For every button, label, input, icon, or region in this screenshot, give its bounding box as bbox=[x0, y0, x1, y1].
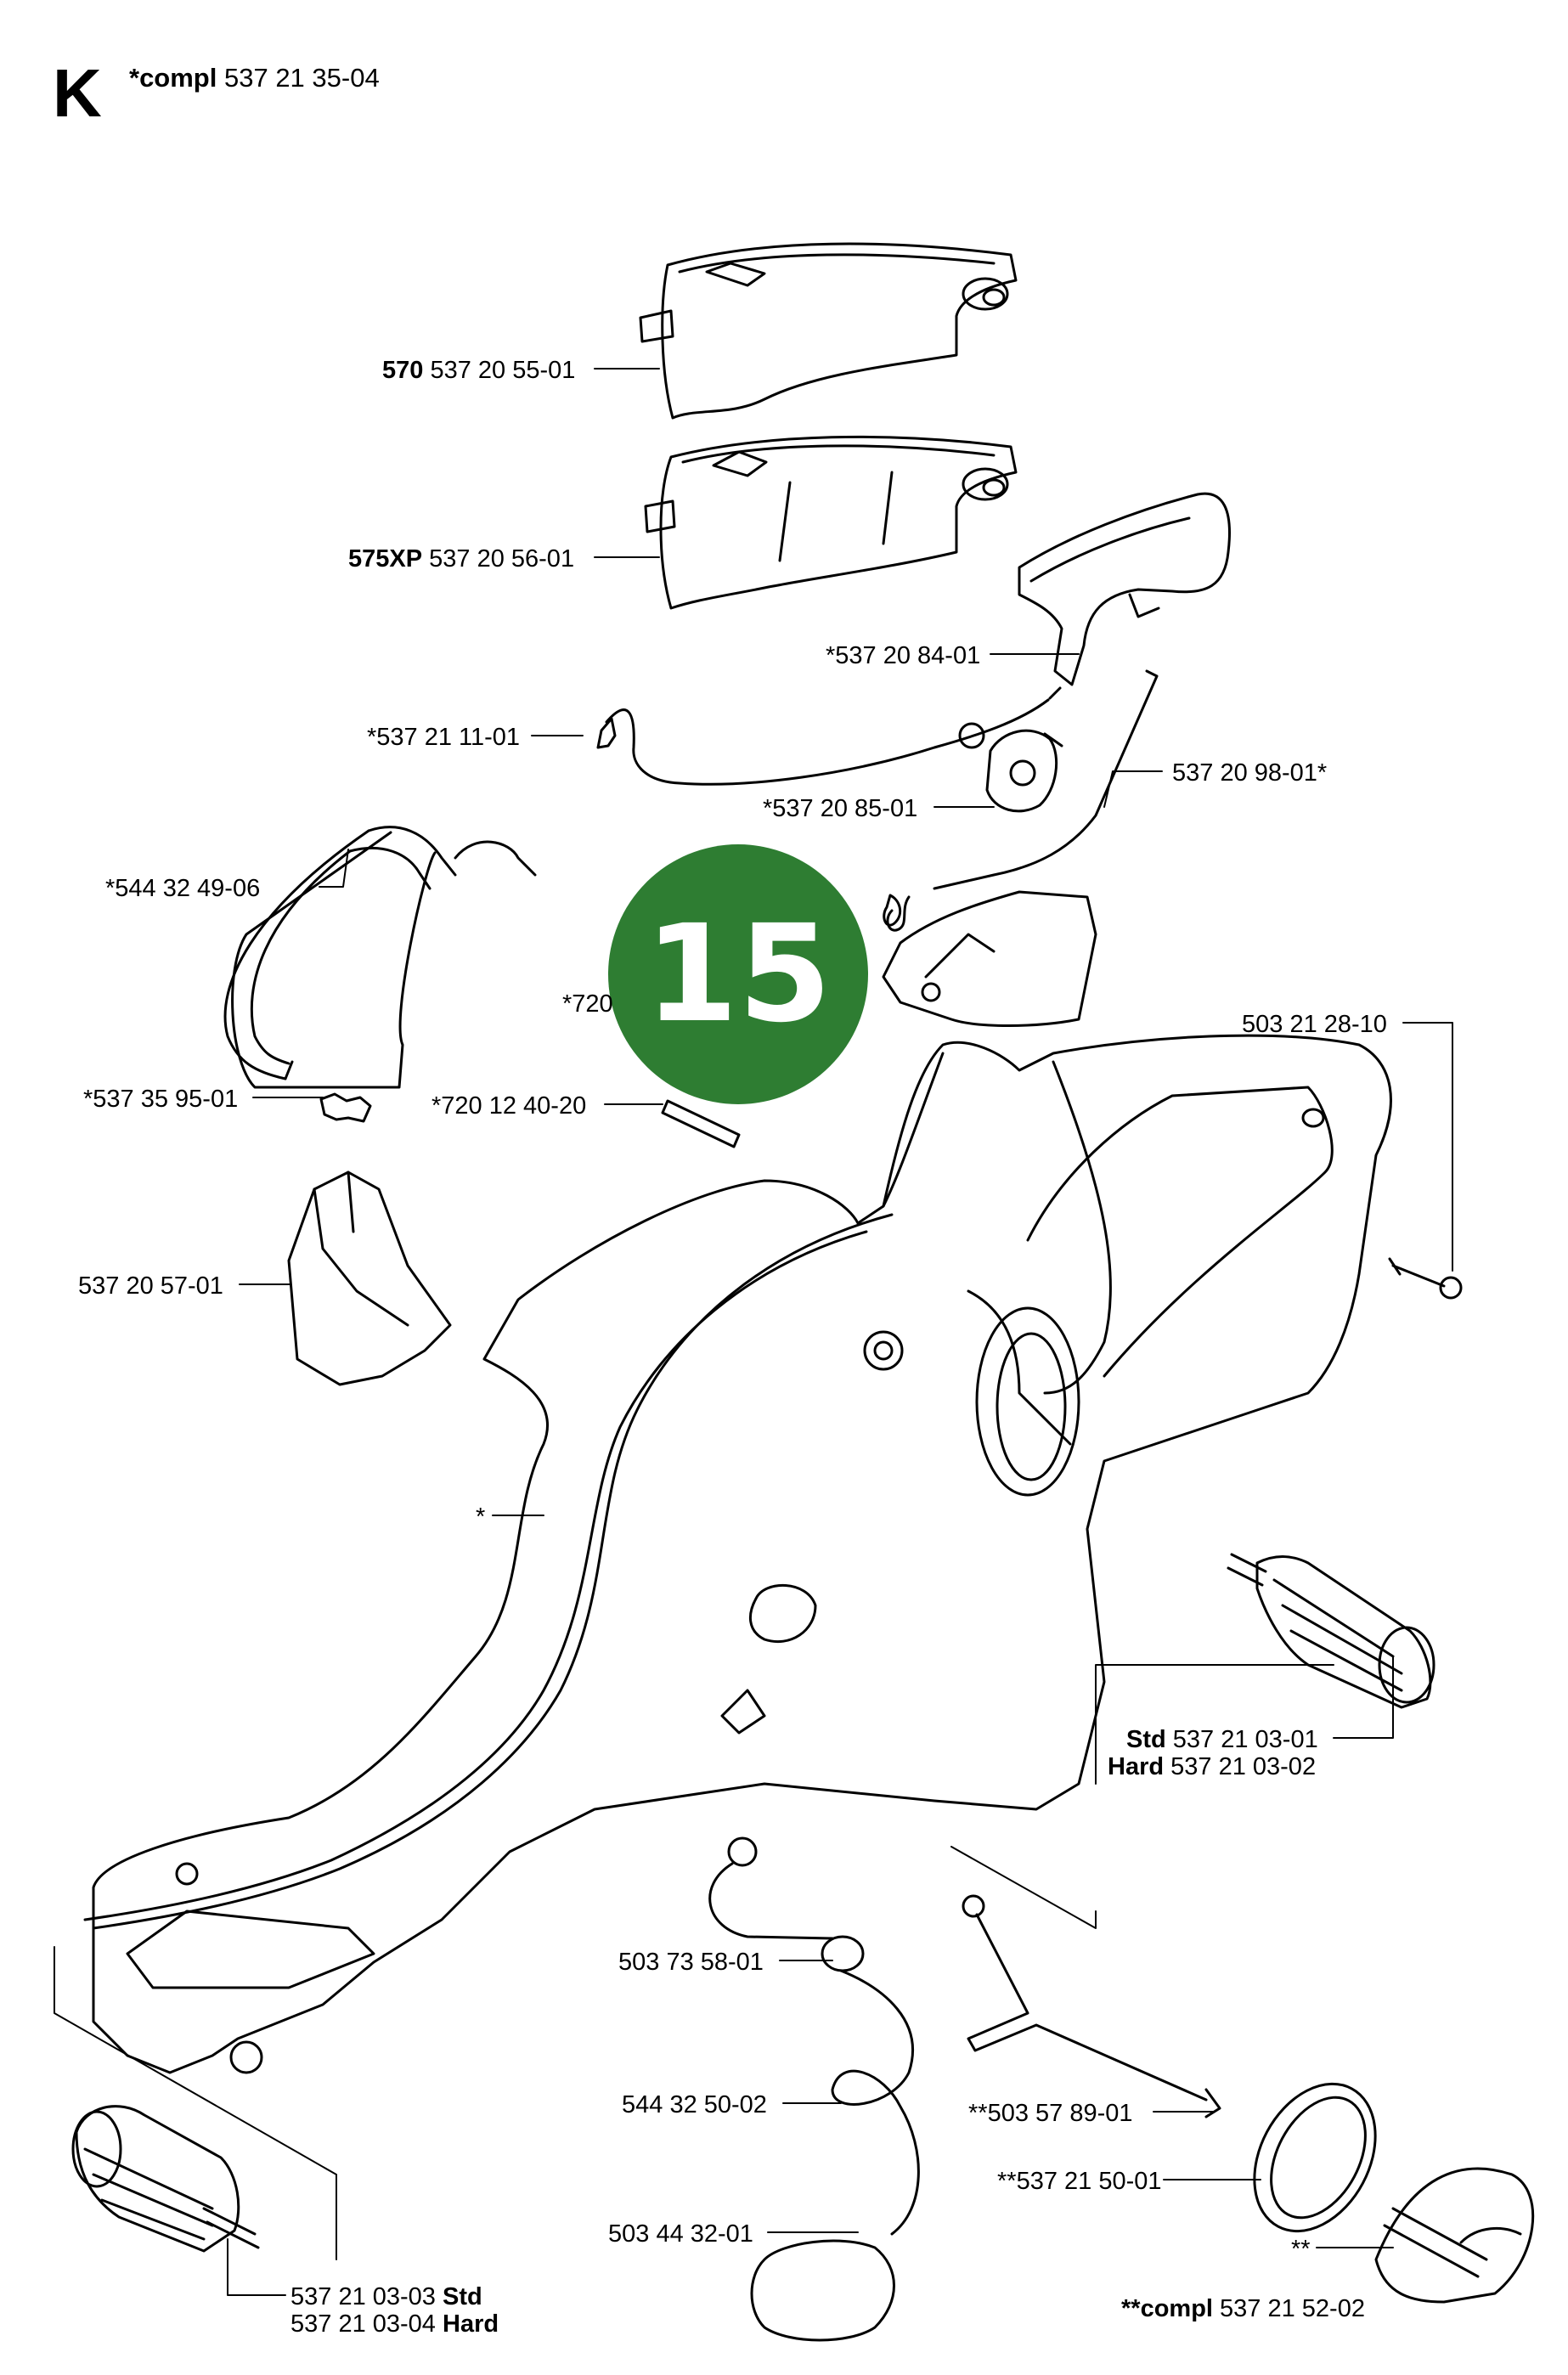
label-537-21-11-01: *537 21 11-01 bbox=[367, 724, 521, 751]
screw bbox=[1388, 1257, 1463, 1300]
fuel-tank-rear-handle bbox=[83, 1034, 1392, 2074]
fuel-cap-seal bbox=[1253, 2082, 1377, 2233]
label-720-12-40-20: *720 12 40-20 bbox=[431, 1092, 587, 1120]
cylinder-cover-575xp bbox=[644, 435, 1018, 610]
label-575xp-part: 537 20 56-01 bbox=[429, 545, 575, 573]
label-compl-part: 537 21 52-02 bbox=[1220, 2295, 1365, 2322]
label-503-21-28-10: 503 21 28-10 bbox=[1242, 1011, 1387, 1038]
label-hard-left: Hard bbox=[443, 2310, 499, 2338]
stop-switch-cable bbox=[596, 686, 1062, 786]
label-hard: Hard bbox=[1108, 1753, 1165, 1780]
label-537-21-03-03: 537 21 03-03 Std bbox=[290, 2283, 482, 2310]
throttle-trigger bbox=[882, 890, 1097, 1027]
label-537-21-03-04: 537 21 03-04 Hard bbox=[290, 2310, 499, 2338]
fuel-hose-bent bbox=[223, 826, 537, 1089]
leader-lines bbox=[54, 368, 1453, 2296]
label-537-20-57-01: 537 20 57-01 bbox=[78, 1272, 223, 1300]
label-537-21-03-03-part: 537 21 03-03 bbox=[290, 2283, 436, 2310]
label-std-left: Std bbox=[443, 2283, 482, 2310]
label-537-20-84-01: *537 20 84-01 bbox=[826, 642, 981, 669]
throttle-rod bbox=[886, 669, 1159, 932]
stop-switch bbox=[985, 729, 1063, 813]
av-buffer-left bbox=[71, 2105, 260, 2253]
label-537-35-95-01: *537 35 95-01 bbox=[83, 1086, 239, 1113]
section-letter: K bbox=[53, 55, 102, 131]
label-compl-537-21-52-02: **compl 537 21 52-02 bbox=[1121, 2295, 1365, 2322]
label-570-part: 537 20 55-01 bbox=[430, 357, 576, 384]
label-537-21-03-02: Hard 537 21 03-02 bbox=[1108, 1753, 1316, 1780]
label-double-asterisk: ** bbox=[1291, 2236, 1311, 2263]
label-503-57-89-01: **503 57 89-01 bbox=[968, 2100, 1133, 2127]
av-buffer-right bbox=[1227, 1553, 1435, 1709]
label-std: Std bbox=[1126, 1726, 1166, 1753]
fuel-cap bbox=[1374, 2167, 1535, 2304]
kit-header: *compl 537 21 35-04 bbox=[129, 63, 380, 93]
label-503-44-32-01: 503 44 32-01 bbox=[608, 2220, 753, 2248]
label-asterisk: * bbox=[476, 1503, 486, 1531]
label-570-model: 570 bbox=[382, 357, 424, 384]
label-537-21-50-01: **537 21 50-01 bbox=[997, 2168, 1162, 2195]
label-544-32-50-02: 544 32 50-02 bbox=[622, 2091, 767, 2118]
label-570: 570 537 20 55-01 bbox=[382, 357, 575, 384]
label-537-20-85-01: *537 20 85-01 bbox=[763, 795, 918, 822]
label-537-21-03-01: Std 537 21 03-01 bbox=[1126, 1726, 1318, 1753]
label-575xp: 575XP 537 20 56-01 bbox=[348, 545, 574, 573]
cylinder-cover-570 bbox=[639, 242, 1018, 420]
label-575xp-model: 575XP bbox=[348, 545, 423, 573]
fuel-pickup-hose bbox=[708, 1836, 920, 2342]
compl-number: 537 21 35-04 bbox=[223, 63, 380, 93]
label-537-21-03-04-part: 537 21 03-04 bbox=[290, 2310, 436, 2338]
label-720-partial: *720 bbox=[562, 990, 613, 1018]
label-compl-prefix: **compl bbox=[1121, 2295, 1213, 2322]
throttle-lock-part bbox=[1018, 492, 1231, 686]
choke-rod bbox=[962, 1894, 1221, 2118]
label-537-20-98-01: 537 20 98-01* bbox=[1172, 759, 1328, 787]
diagram-number-badge: 15 bbox=[608, 844, 868, 1104]
compl-prefix: *compl bbox=[129, 63, 217, 93]
air-guide bbox=[287, 1171, 452, 1386]
pin bbox=[661, 1099, 741, 1148]
label-544-32-49-06: *544 32 49-06 bbox=[105, 875, 261, 902]
label-537-21-03-01-part: 537 21 03-01 bbox=[1172, 1726, 1318, 1753]
label-537-21-03-02-part: 537 21 03-02 bbox=[1170, 1753, 1317, 1780]
hose-fitting bbox=[319, 1092, 372, 1123]
label-503-73-58-01: 503 73 58-01 bbox=[618, 1949, 764, 1976]
